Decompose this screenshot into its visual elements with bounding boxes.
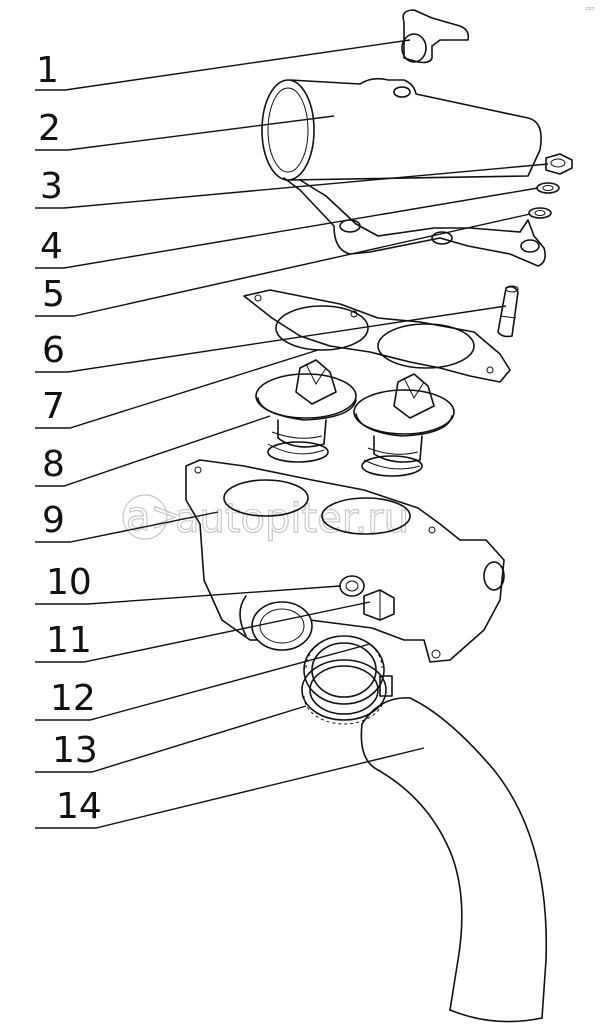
label-1: 1 [36,50,59,91]
part-5-bracket [283,177,552,267]
part-7-gasket [243,289,511,383]
part-6-pin [497,285,519,338]
label-10: 10 [46,562,92,603]
part-9-thermostat-body [185,459,505,663]
watermark-text: autopiter.ru [175,496,409,542]
part-labels: 1 2 3 4 5 6 7 8 9 10 11 12 13 14 [36,50,102,827]
part-2-housing-pipe [261,77,542,181]
part-12-clamp [303,635,385,705]
part-14-hose [360,697,548,1023]
label-13: 13 [52,730,98,771]
corner-mark: ▫▫ [586,5,594,12]
label-11: 11 [46,620,92,661]
label-5: 5 [42,274,65,315]
part-11-plug-bolt [363,589,395,621]
label-2: 2 [38,108,61,149]
part-8-thermostat-right [353,373,455,477]
watermark-logo: a> [126,494,184,540]
part-10-washer [339,575,365,597]
part-1-elbow-fitting [401,9,470,64]
label-6: 6 [42,330,65,371]
label-9: 9 [42,500,65,541]
label-8: 8 [42,444,65,485]
part-3-nut [545,153,573,175]
leader-lines [35,39,549,829]
label-14: 14 [56,786,102,827]
label-7: 7 [42,386,65,427]
label-12: 12 [50,678,96,719]
part-4-washer [536,182,560,194]
part-13-clamp [301,659,393,725]
part-8-thermostat-left [255,359,357,463]
watermark: a> autopiter.ru [122,493,410,543]
label-3: 3 [40,166,63,207]
label-4: 4 [40,226,63,267]
